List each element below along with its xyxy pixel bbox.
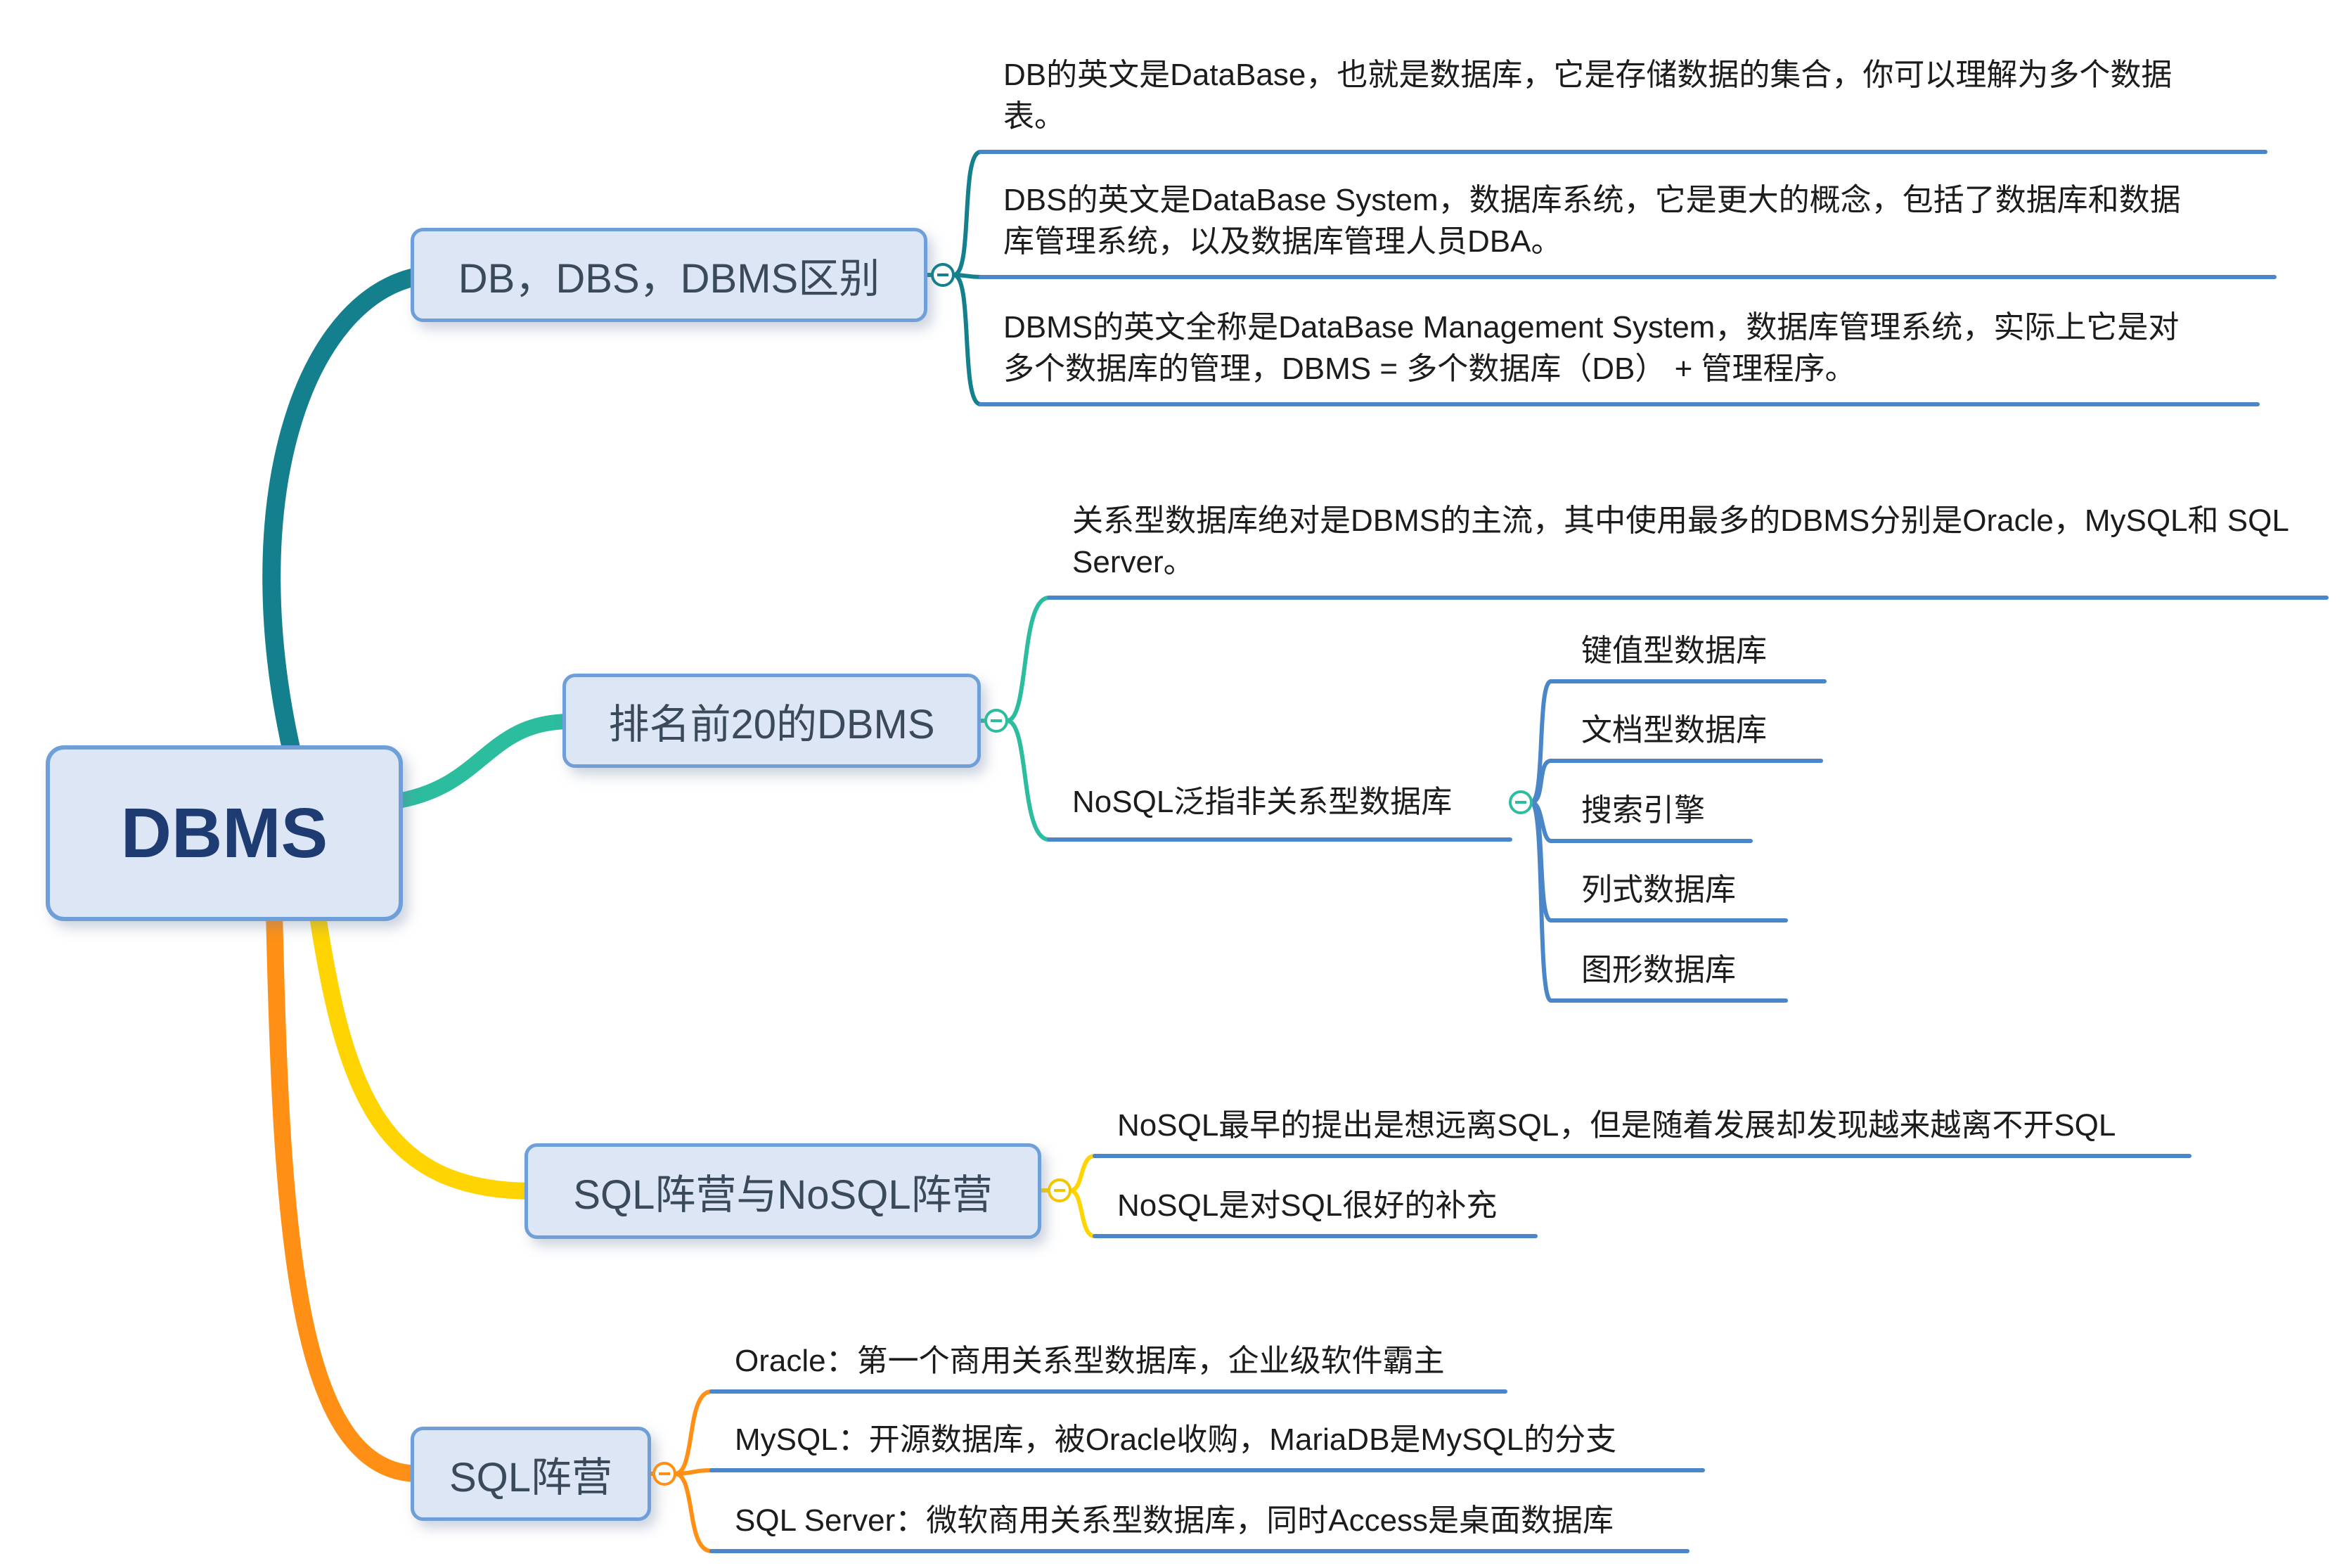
- collapse-toggle-branch2[interactable]: [984, 709, 1008, 733]
- leaf-note-document-db[interactable]: 文档型数据库: [1581, 713, 1767, 747]
- branch-node-sql-vs-nosql[interactable]: SQL阵营与NoSQL阵营: [524, 1143, 1041, 1239]
- branch2-curves: [386, 596, 1051, 842]
- branch-node-sql-camp[interactable]: SQL阵营: [411, 1427, 651, 1521]
- collapse-toggle-branch1[interactable]: [931, 263, 955, 287]
- branch-node-db-dbs-dbms[interactable]: DB，DBS，DBMS区别: [411, 228, 927, 322]
- root-node-dbms[interactable]: DBMS: [46, 745, 403, 921]
- leaf-underlines: [709, 150, 2329, 1553]
- branch-node-top20-dbms[interactable]: 排名前20的DBMS: [562, 674, 981, 768]
- leaf-note-sqlserver[interactable]: SQL Server：微软商用关系型数据库，同时Access是桌面数据库: [735, 1503, 1614, 1538]
- leaf-note-graph-db[interactable]: 图形数据库: [1581, 953, 1736, 987]
- leaf-note-nosql-definition[interactable]: NoSQL泛指非关系型数据库: [1072, 785, 1453, 819]
- collapse-toggle-nosql[interactable]: [1509, 790, 1533, 814]
- collapse-toggle-branch4[interactable]: [652, 1462, 676, 1486]
- leaf-note-dbms-definition[interactable]: DBMS的英文全称是DataBase Management System，数据库…: [1003, 310, 2180, 387]
- leaf-note-nosql-away-from-sql[interactable]: NoSQL最早的提出是想远离SQL，但是随着发展却发现越来越离不开SQL: [1117, 1108, 2116, 1143]
- leaf-note-mysql[interactable]: MySQL：开源数据库，被Oracle收购，MariaDB是MySQL的分支: [735, 1422, 1617, 1457]
- leaf-note-db-definition[interactable]: DB的英文是DataBase，也就是数据库，它是存储数据的集合，你可以理解为多个…: [1003, 58, 2173, 134]
- nosql-sub-curves: [1503, 679, 1553, 1003]
- branch3-curves: [308, 899, 1097, 1238]
- leaf-note-search-engine[interactable]: 搜索引擎: [1581, 793, 1705, 828]
- collapse-toggle-branch3[interactable]: [1048, 1178, 1071, 1202]
- leaf-note-oracle[interactable]: Oracle：第一个商用关系型数据库，企业级软件霸主: [735, 1344, 1445, 1378]
- leaf-note-nosql-complement[interactable]: NoSQL是对SQL很好的补充: [1117, 1188, 1498, 1223]
- branch4-curves: [266, 902, 714, 1553]
- leaf-note-column-db[interactable]: 列式数据库: [1581, 873, 1736, 907]
- leaf-note-relational-mainstream[interactable]: 关系型数据库绝对是DBMS的主流，其中使用最多的DBMS分别是Oracle，My…: [1072, 503, 2289, 580]
- leaf-note-dbs-definition[interactable]: DBS的英文是DataBase System，数据库系统，它是更大的概念，包括了…: [1003, 183, 2181, 259]
- branch1-curves: [262, 150, 983, 776]
- leaf-note-key-value-db[interactable]: 键值型数据库: [1581, 634, 1767, 668]
